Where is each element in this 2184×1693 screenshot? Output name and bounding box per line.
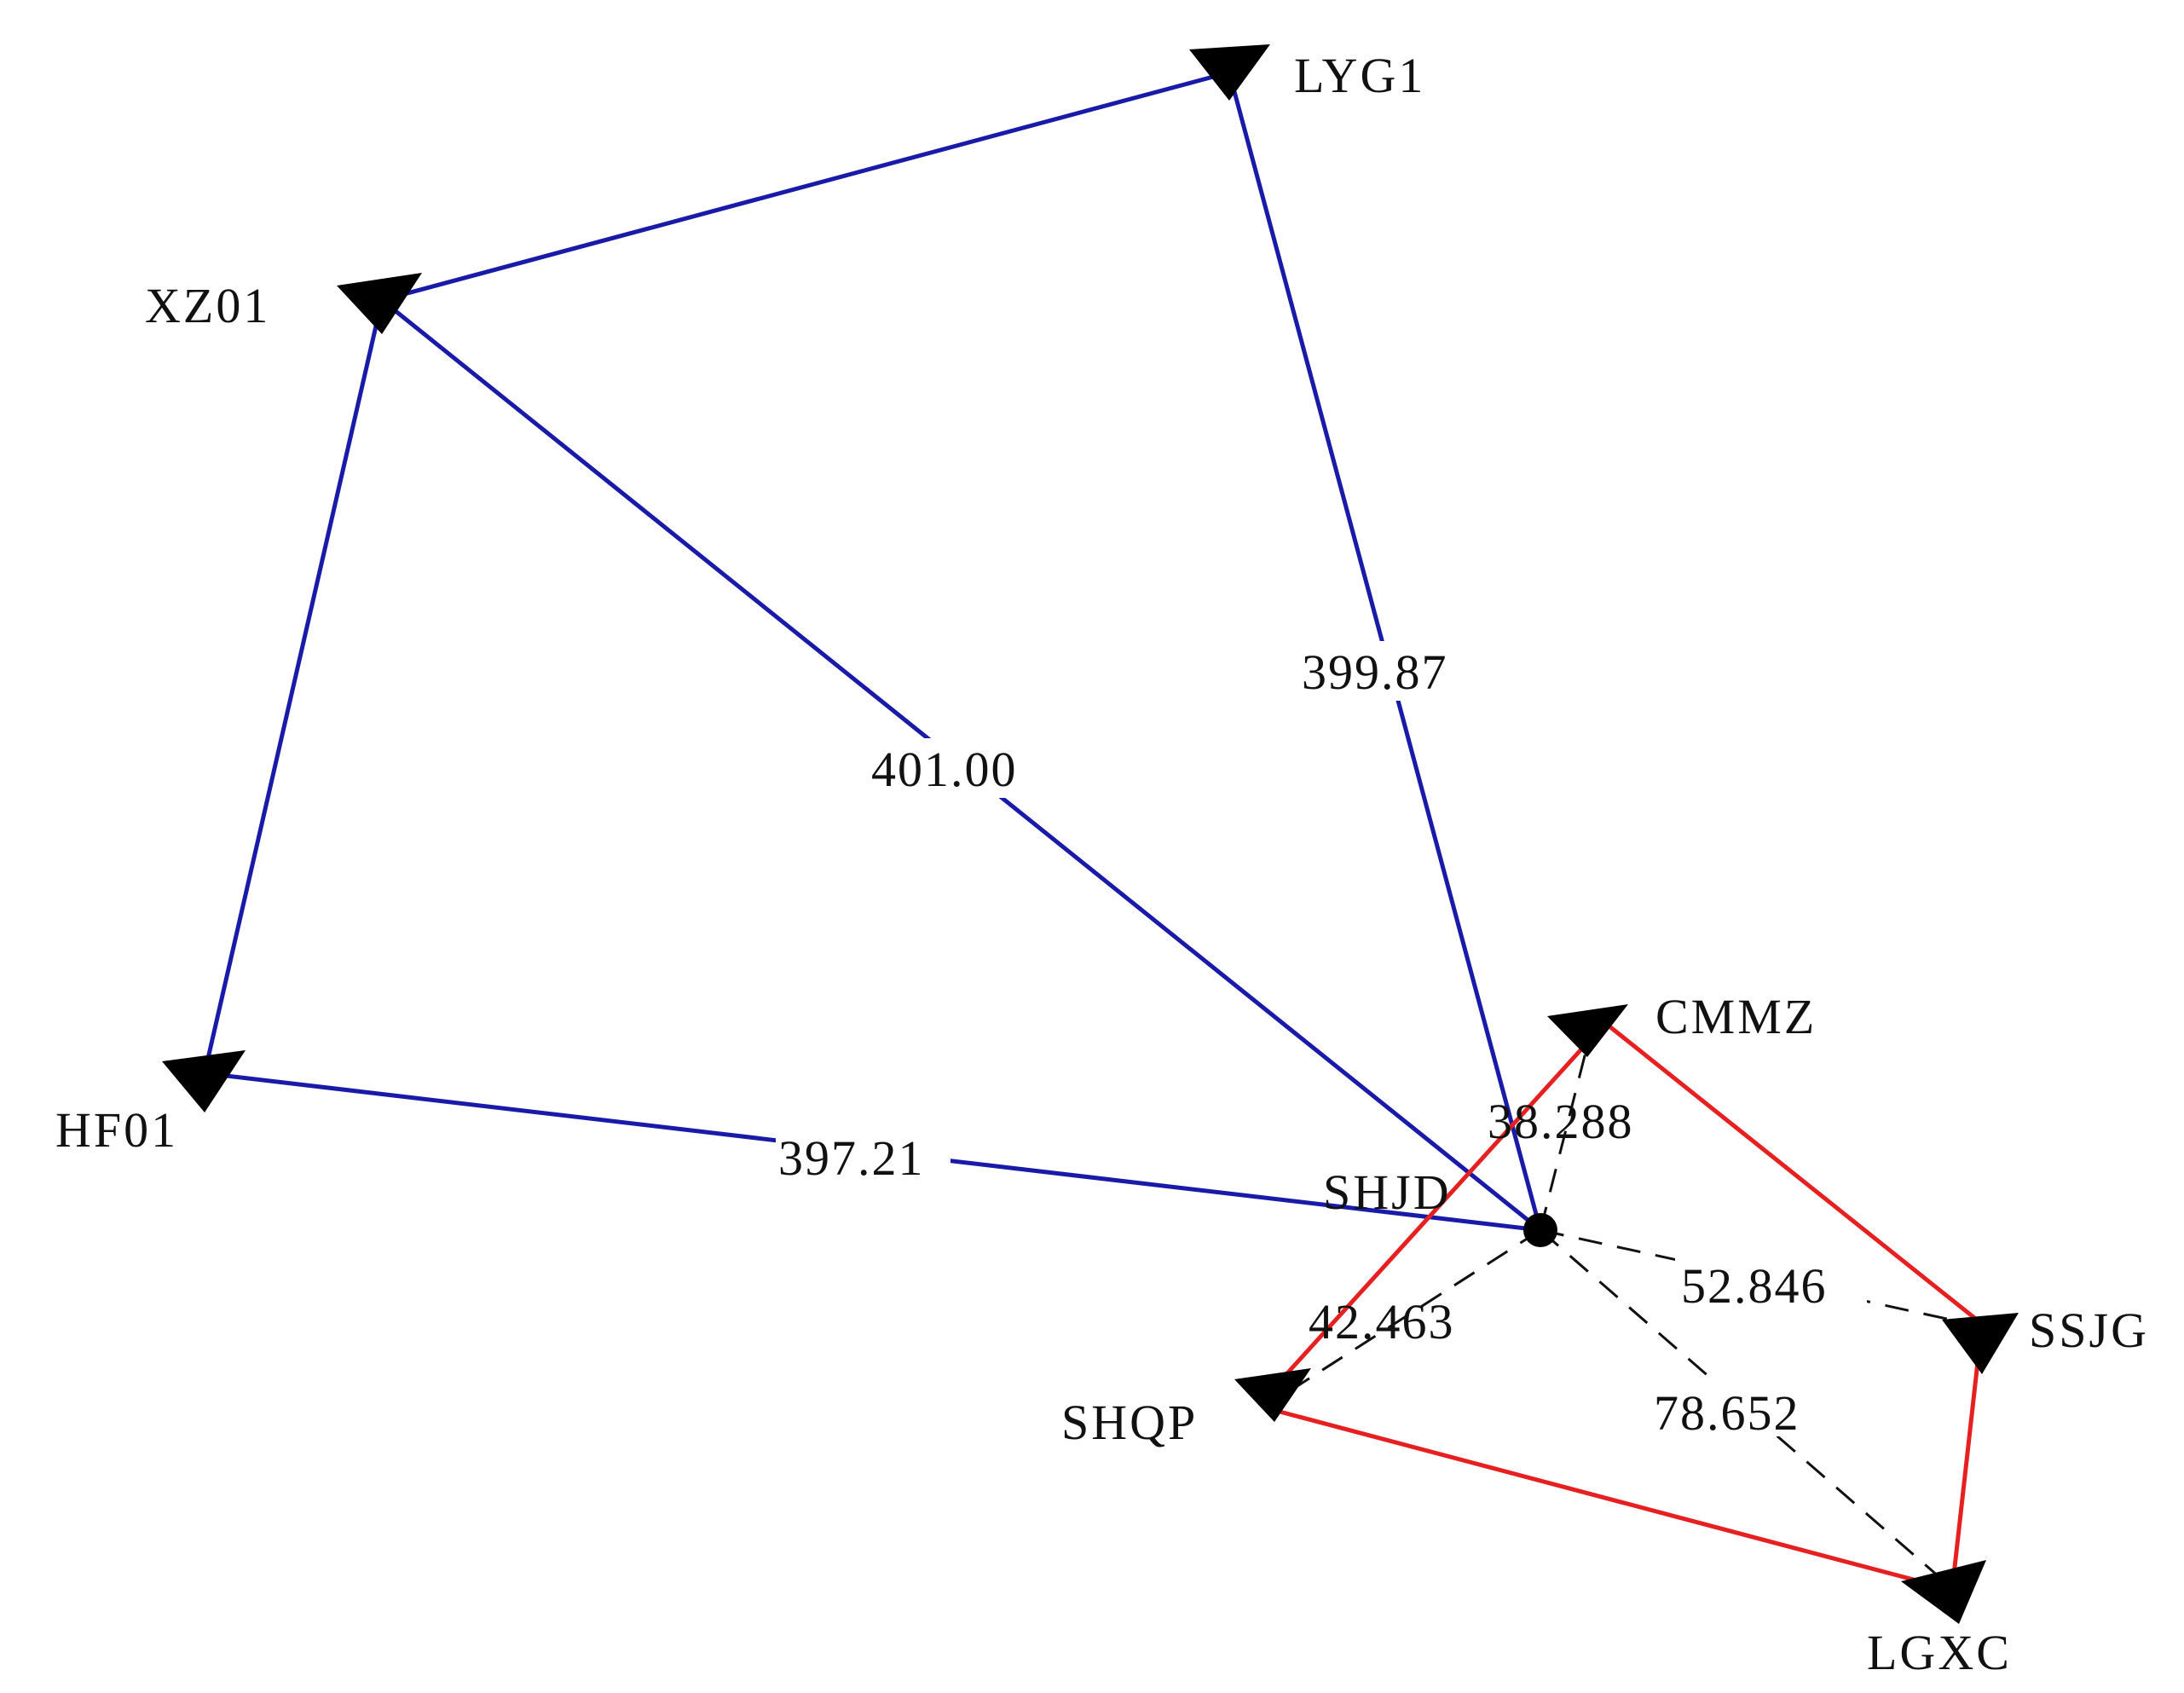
edge-xz01-lyg1 (381, 70, 1230, 303)
station-markers (162, 44, 2019, 1624)
edge-label-shjd-shqp: 42.463 (1309, 1294, 1455, 1349)
station-label-shjd: SHJD (1323, 1164, 1452, 1220)
edge-shjd-ssjg (1540, 1228, 1979, 1327)
edge-label-shjd-lgxc: 78.652 (1654, 1385, 1800, 1441)
station-label-lyg1: LYG1 (1294, 48, 1425, 103)
station-label-shqp: SHQP (1061, 1395, 1198, 1450)
dashed-baselines (1278, 1035, 1979, 1579)
edge-ssjg-lgxc (1950, 1323, 1985, 1591)
edge-shjd-cmmz (1539, 1035, 1592, 1231)
edge-label-shjd-lyg1: 399.87 (1302, 644, 1448, 700)
station-label-lgxc: LGXC (1867, 1625, 2012, 1680)
edge-shqp-cmmz (1268, 1021, 1607, 1394)
edge-xz01-hf01 (202, 299, 384, 1074)
edge-shjd-shqp (1278, 1228, 1541, 1400)
station-labels: LYG1 XZ01 HF01 SHJD CMMZ SSJG SHQP LGXC (55, 48, 2149, 1680)
marker-shjd-icon (1523, 1213, 1557, 1247)
edge-cmmz-ssjg (1603, 1021, 1984, 1326)
station-label-ssjg: SSJG (2029, 1303, 2149, 1358)
marker-lgxc-icon (1901, 1560, 1986, 1624)
edge-label-shjd-ssjg: 52.846 (1681, 1258, 1828, 1314)
edge-shjd-lgxc (1540, 1228, 1940, 1579)
edge-shqp-lgxc (1269, 1407, 1953, 1592)
marker-ssjg-icon (1942, 1313, 2019, 1374)
marker-lyg1-icon (1189, 44, 1270, 101)
station-label-cmmz: CMMZ (1655, 989, 1817, 1044)
edge-label-shjd-xz01: 401.00 (871, 742, 1018, 797)
edge-label-shjd-hf01: 397.21 (778, 1130, 925, 1186)
edge-label-shjd-cmmz: 38.288 (1488, 1094, 1634, 1149)
marker-shqp-icon (1234, 1368, 1311, 1422)
marker-cmmz-icon (1547, 1004, 1628, 1057)
marker-xz01-icon (337, 273, 422, 334)
station-label-xz01: XZ01 (145, 278, 270, 333)
edge-labels: 399.87 401.00 397.21 38.288 52.846 42.46… (776, 641, 1867, 1441)
station-label-hf01: HF01 (55, 1102, 178, 1158)
local-network-lines (1268, 1021, 1985, 1592)
marker-hf01-icon (162, 1050, 246, 1112)
